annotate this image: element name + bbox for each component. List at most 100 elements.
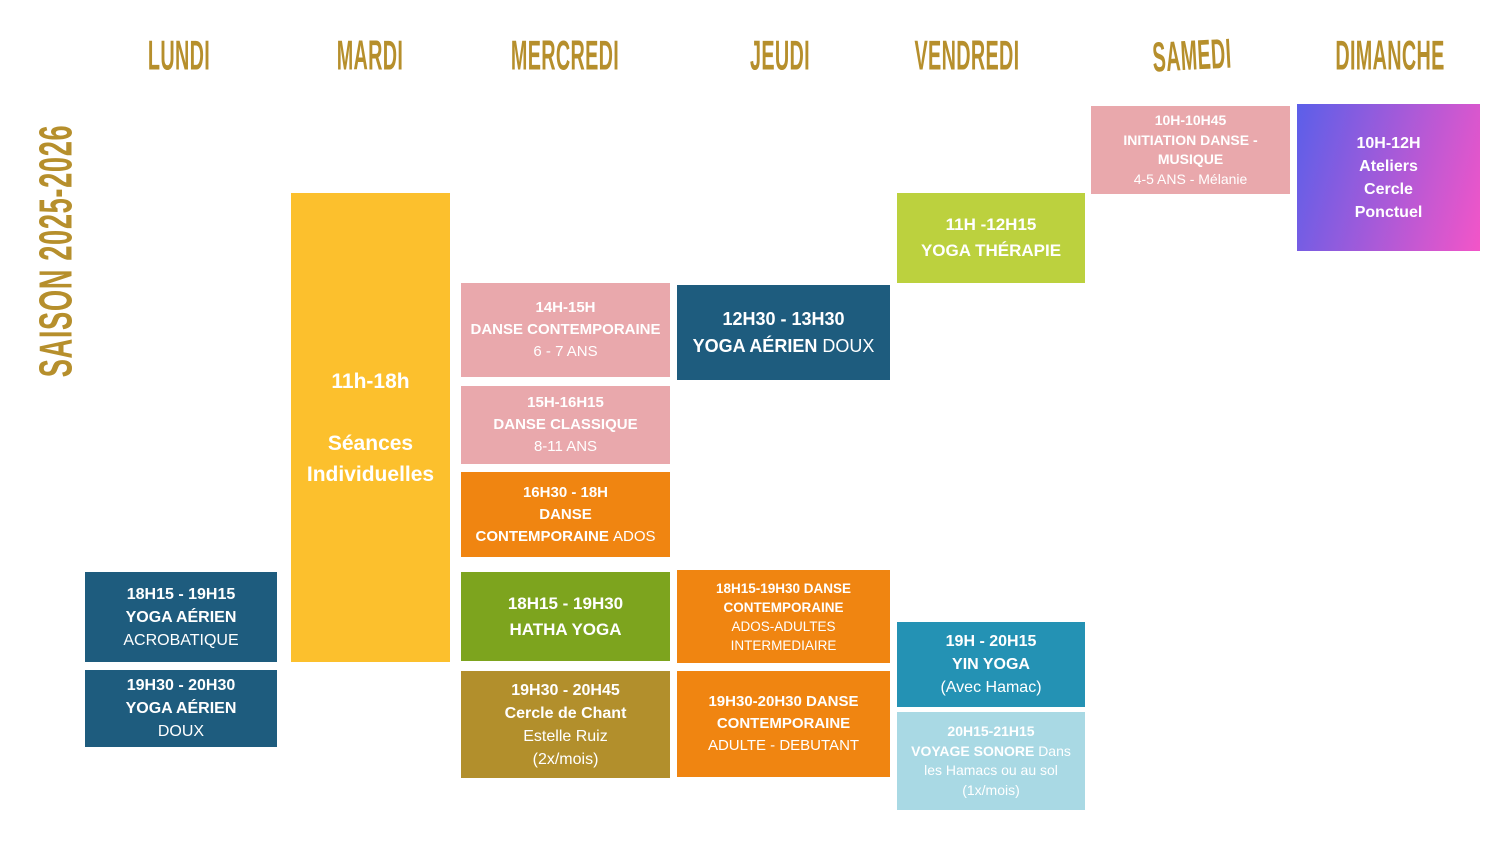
- class-block-line: CONTEMPORAINE ADOS: [461, 526, 670, 548]
- class-block-segment: Séances: [327, 431, 414, 455]
- class-block-line: DANSE CONTEMPORAINE: [461, 319, 670, 341]
- class-block-segment: 16H30 - 18H: [522, 483, 609, 501]
- class-block-line: VOYAGE SONORE Dans: [897, 742, 1085, 762]
- class-block-segment: 19H30 - 20H45: [511, 681, 620, 699]
- class-block-line: 11h-18h: [291, 366, 450, 397]
- class-block-line: ADOS-ADULTES: [677, 617, 890, 636]
- class-block-line: CONTEMPORAINE: [677, 598, 890, 617]
- class-block-line: Ponctuel: [1297, 201, 1480, 224]
- class-block-line: [291, 397, 450, 428]
- class-block-line: INITIATION DANSE -: [1091, 131, 1290, 151]
- class-block-line: INTERMEDIAIRE: [677, 636, 890, 655]
- class-block-line: ACROBATIQUE: [85, 629, 277, 652]
- class-block-line: 11H -12H15: [897, 212, 1085, 238]
- class-block-segment: 18H15 - 19H30: [507, 593, 624, 613]
- class-block-line: 8-11 ANS: [461, 436, 670, 458]
- class-block-line: 20H15-21H15: [897, 722, 1085, 742]
- class-block-line: 6 - 7 ANS: [461, 341, 670, 363]
- class-block-line: ADULTE - DEBUTANT: [677, 735, 890, 757]
- class-block-segment: DANSE CLASSIQUE: [493, 416, 638, 433]
- class-block-segment: HATHA YOGA: [509, 619, 622, 639]
- class-block-line: 19H30-20H30 DANSE: [677, 691, 890, 713]
- class-block-segment: ADULTE - DEBUTANT: [707, 737, 860, 754]
- class-block-line: DANSE: [461, 504, 670, 526]
- day-header-vendredi: VENDREDI: [914, 33, 1020, 80]
- class-block-segment: Dans: [1038, 742, 1071, 759]
- class-block-segment: INITIATION DANSE -: [1123, 131, 1258, 148]
- class-block-segment: 10H-10H45: [1154, 112, 1227, 128]
- class-block-segment: 6 - 7 ANS: [533, 343, 598, 360]
- class-block-line: 4-5 ANS - Mélanie: [1091, 170, 1290, 190]
- class-block-line: les Hamacs ou au sol: [897, 761, 1085, 781]
- class-block-segment: INTERMEDIAIRE: [730, 637, 837, 653]
- class-block-line: Cercle de Chant: [461, 702, 670, 725]
- class-block-segment: YIN YOGA: [952, 656, 1030, 673]
- class-block-segment: CONTEMPORAINE: [723, 599, 844, 615]
- class-block-text: 19H30-20H30 DANSE CONTEMPORAINE ADULTE - D…: [677, 691, 890, 757]
- class-block-line: YOGA AÉRIEN: [85, 606, 277, 629]
- class-block-segment: CONTEMPORAINE: [716, 715, 851, 732]
- class-block-line: Cercle: [1297, 178, 1480, 201]
- class-block-segment: CONTEMPORAINE: [475, 527, 613, 545]
- block-jeudi-danse-contemporaine-debutant: 19H30-20H30 DANSE CONTEMPORAINE ADULTE - D…: [677, 671, 890, 777]
- class-block-line: 15H-16H15: [461, 392, 670, 414]
- day-header-dimanche: DIMANCHE: [1335, 33, 1445, 80]
- class-block-segment: Ponctuel: [1354, 203, 1423, 221]
- class-block-line: YOGA AÉRIEN DOUX: [677, 333, 890, 360]
- class-block-segment: 15H-16H15: [527, 394, 604, 411]
- class-block-line: MUSIQUE: [1091, 150, 1290, 170]
- class-block-line: 12H30 - 13H30: [677, 306, 890, 333]
- class-block-segment: (2x/mois): [532, 750, 599, 768]
- class-block-line: DANSE CLASSIQUE: [461, 414, 670, 436]
- day-header-jeudi: JEUDI: [750, 33, 810, 80]
- class-block-line: Estelle Ruiz: [461, 725, 670, 748]
- day-header-lundi: LUNDI: [147, 33, 211, 80]
- class-block-segment: ADOS-ADULTES: [731, 618, 836, 634]
- class-block-segment: DOUX: [822, 335, 875, 356]
- block-mercredi-danse-contemporaine-ados: 16H30 - 18H DANSE CONTEMPORAINE ADOS: [461, 472, 670, 557]
- class-block-segment: Cercle: [1364, 180, 1413, 198]
- day-header-mardi: MARDI: [336, 33, 404, 80]
- class-block-line: CONTEMPORAINE: [677, 713, 890, 735]
- class-block-segment: Cercle de Chant: [504, 704, 627, 722]
- class-block-segment: 19H30 - 20H30: [126, 677, 236, 694]
- class-block-segment: 20H15-21H15: [947, 723, 1035, 739]
- class-block-segment: DANSE: [539, 505, 592, 523]
- class-block-segment: 4-5 ANS - Mélanie: [1133, 170, 1248, 187]
- day-header-samedi: SAMEDI: [1151, 31, 1233, 82]
- class-block-line: Séances: [291, 428, 450, 459]
- class-block-segment: ACROBATIQUE: [123, 631, 239, 649]
- class-block-segment: 19H - 20H15: [945, 633, 1037, 650]
- class-block-segment: (1x/mois): [962, 781, 1020, 798]
- day-header-mercredi: MERCREDI: [510, 33, 620, 80]
- class-block-segment: Individuelles: [306, 462, 435, 486]
- class-block-line: 10H-12H: [1297, 132, 1480, 155]
- class-block-line: (Avec Hamac): [897, 676, 1085, 699]
- class-block-line: 19H30 - 20H30: [85, 674, 277, 697]
- class-block-segment: YOGA AÉRIEN: [692, 335, 823, 356]
- class-block-segment: (Avec Hamac): [940, 679, 1042, 696]
